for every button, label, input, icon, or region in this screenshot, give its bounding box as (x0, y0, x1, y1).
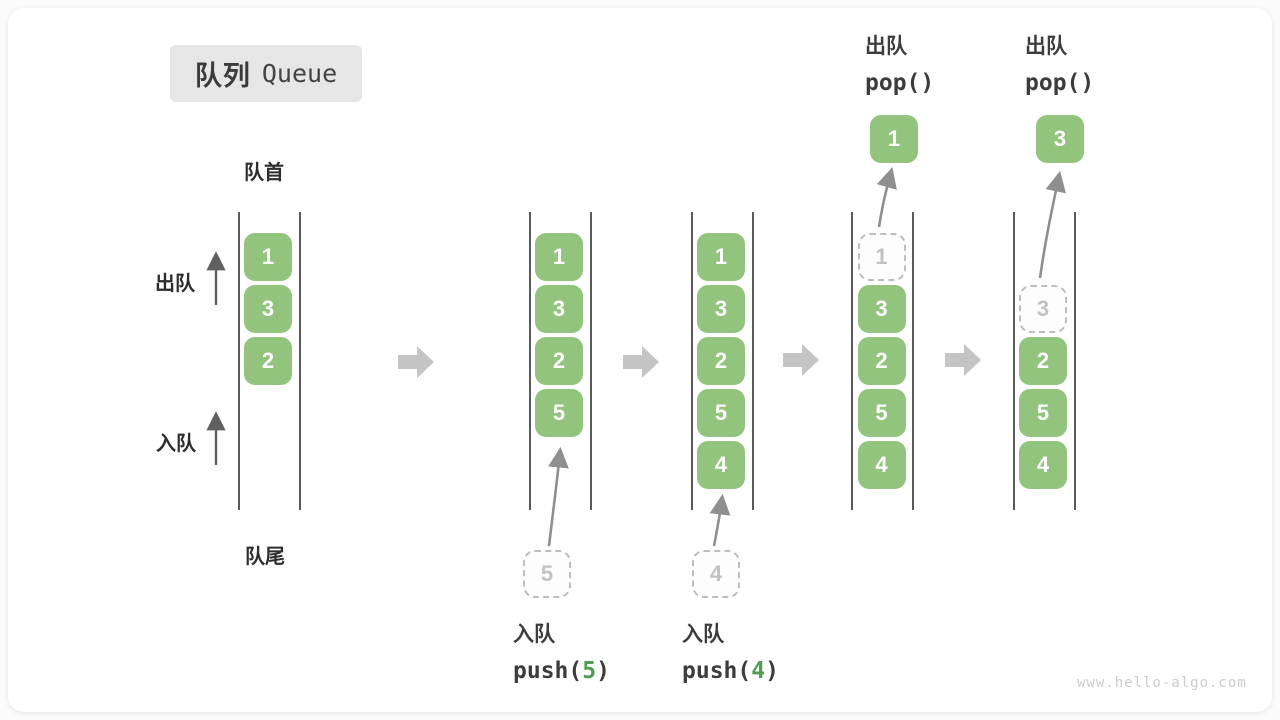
queue-cell: 3 (857, 285, 906, 333)
queue-cell: 2 (535, 337, 583, 385)
queue-cell: 1 (535, 233, 583, 281)
queue-cell: 4 (697, 441, 745, 489)
queue-cell: 3 (535, 285, 583, 333)
queue-rail (851, 212, 853, 510)
enqueue-op-action: 入队 (513, 623, 555, 646)
popped-cell: 1 (870, 115, 918, 163)
enqueue-op-action: 入队 (682, 623, 724, 646)
queue-rail (751, 212, 754, 510)
title-zh: 队列 (194, 61, 251, 91)
queue-cell: 2 (697, 337, 745, 385)
dequeue-op-action: 出队 (865, 35, 907, 58)
queue-cell: 2 (244, 337, 292, 385)
title-box: 队列 Queue (170, 45, 362, 102)
queue-cell: 3 (697, 285, 745, 333)
queue-cell: 4 (1019, 441, 1067, 489)
queue-cell: 3 (244, 285, 292, 333)
queue-cell: 5 (857, 389, 906, 437)
queue-cell: 2 (1019, 337, 1067, 385)
push-arg: 4 (751, 658, 766, 684)
queue-cell: 4 (857, 441, 906, 489)
queue-rail (237, 212, 240, 510)
staged-cell: 4 (692, 550, 740, 598)
figure-card (8, 8, 1272, 712)
queue-rail (1012, 212, 1015, 510)
watermark: www.hello-algo.com (1077, 675, 1247, 691)
enqueue-side-label: 入队 (156, 433, 196, 455)
queue-cell-ghost: 1 (857, 233, 906, 281)
queue-cell: 5 (535, 389, 583, 437)
dequeue-op-action: 出队 (1025, 35, 1067, 58)
queue-cell: 2 (857, 337, 906, 385)
queue-rail (528, 212, 531, 510)
queue-cell: 5 (1019, 389, 1067, 437)
queue-cell: 1 (244, 233, 292, 281)
enqueue-op-code: push(5) (513, 658, 610, 684)
queue-cell: 5 (697, 389, 745, 437)
dequeue-op-code: pop() (865, 70, 935, 96)
dequeue-op-code: pop() (1025, 70, 1095, 96)
enqueue-op-code: push(4) (682, 658, 779, 684)
queue-cell-ghost: 3 (1019, 285, 1067, 333)
queue-rail (589, 212, 592, 510)
queue-rail (1073, 212, 1076, 510)
dequeue-side-label: 出队 (155, 273, 195, 295)
queue-rail (298, 212, 301, 510)
enqueue-op-push5: 入队 push(5) (513, 618, 610, 684)
popped-cell: 3 (1036, 115, 1084, 163)
queue-cell: 1 (697, 233, 745, 281)
dequeue-op-pop2: 出队 pop() (1025, 30, 1094, 96)
title-en: Queue (261, 59, 338, 88)
queue-rear-label: 队尾 (245, 546, 285, 568)
dequeue-op-pop1: 出队 pop() (865, 30, 934, 96)
enqueue-op-push4: 入队 push(4) (682, 618, 779, 684)
push-arg: 5 (582, 658, 597, 684)
queue-rail (690, 212, 693, 510)
queue-rail (912, 212, 914, 510)
staged-cell: 5 (523, 550, 571, 598)
queue-front-label: 队首 (244, 162, 284, 184)
